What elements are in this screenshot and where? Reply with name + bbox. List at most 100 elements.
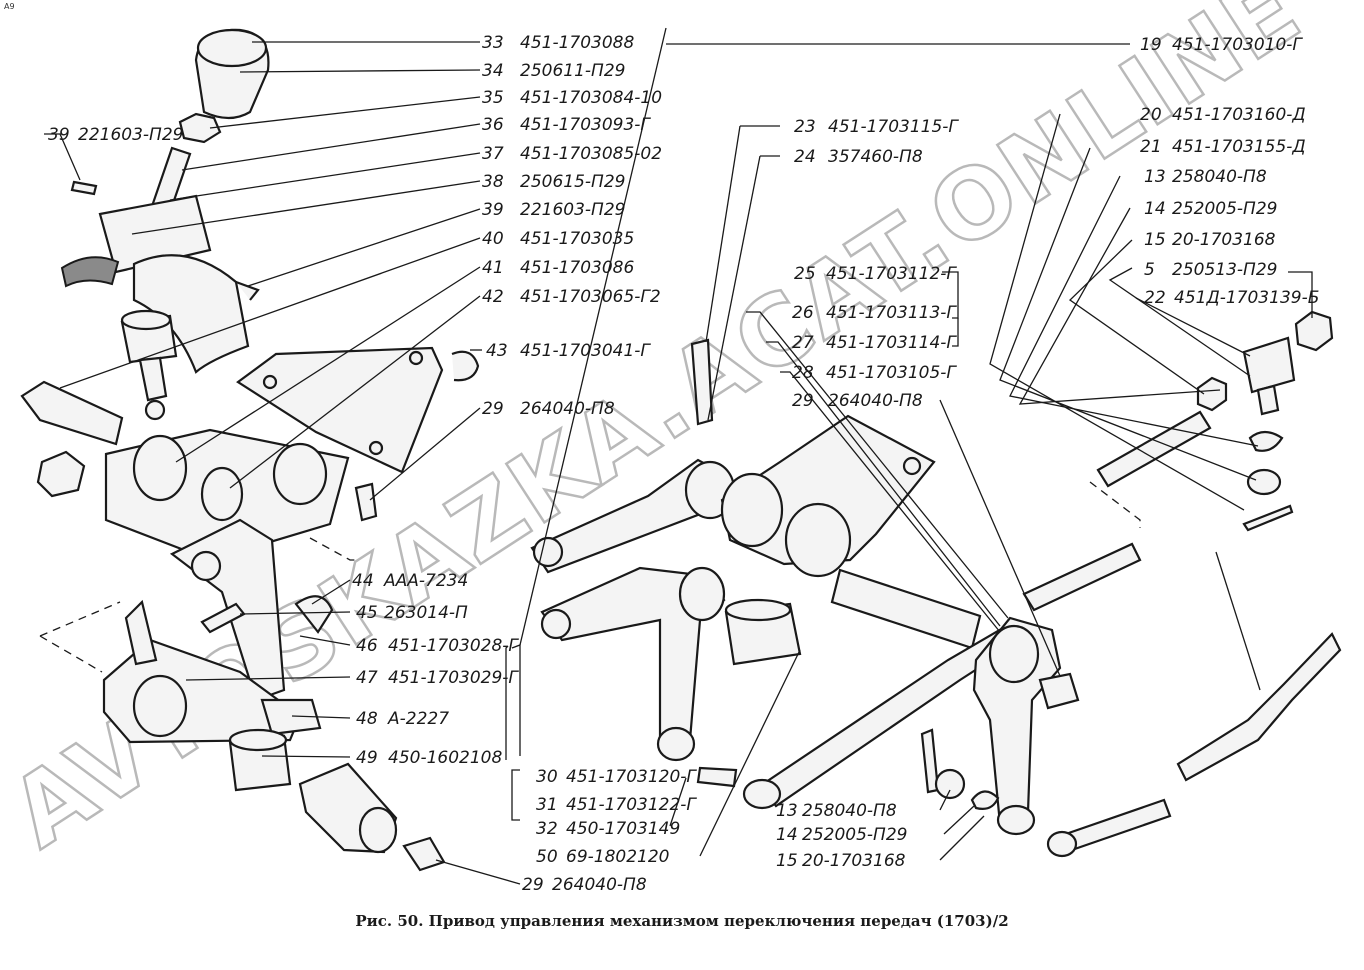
callout-part: 451-1703160-Д bbox=[1172, 105, 1306, 125]
callout-41: 41 451-1703086 bbox=[482, 258, 634, 278]
bracket-eye-1 bbox=[132, 434, 188, 502]
callout-number: 34 bbox=[482, 61, 504, 81]
crank-eye bbox=[996, 804, 1036, 836]
callout-part: 258040-П8 bbox=[1172, 167, 1267, 187]
callout-30: 30 451-1703120-Г bbox=[536, 767, 697, 787]
callout-number: 43 bbox=[486, 341, 508, 361]
callout-part: 451-1703028-Г bbox=[388, 636, 519, 656]
callout-part: 451-1703084-10 bbox=[520, 88, 662, 108]
callout-15-right: 15 20-1703168 bbox=[1144, 230, 1276, 250]
callout-37: 37 451-1703085-02 bbox=[482, 144, 662, 164]
l-lever-eye bbox=[540, 608, 572, 640]
callout-part: ААА-7234 bbox=[383, 571, 468, 591]
callout-number: 30 bbox=[536, 767, 558, 787]
callout-number: 15 bbox=[1144, 230, 1166, 250]
callout-48: 48 А-2227 bbox=[356, 709, 449, 729]
callout-25: 25 451-1703112-Г bbox=[794, 264, 957, 284]
callout-number: 32 bbox=[536, 819, 558, 839]
callout-35: 35 451-1703084-10 bbox=[482, 88, 662, 108]
callout-42: 42 451-1703065-Г2 bbox=[482, 287, 661, 307]
washer-14 bbox=[1248, 430, 1284, 452]
callout-45: 45 263014-П bbox=[356, 603, 468, 623]
callout-part: 451-1703065-Г2 bbox=[520, 287, 661, 307]
callout-5: 5 250513-П29 bbox=[1144, 260, 1277, 280]
callout-number: 13 bbox=[1144, 167, 1166, 187]
callout-26: 26 451-1703113-Г bbox=[792, 303, 957, 323]
callout-13-right: 13 258040-П8 bbox=[1144, 167, 1267, 187]
callout-number: 29 bbox=[522, 875, 544, 895]
triangular-plate bbox=[236, 346, 444, 474]
callout-number: 22 bbox=[1144, 288, 1166, 308]
splined-shaft bbox=[1022, 542, 1142, 612]
callout-part: 451-1703105-Г bbox=[826, 363, 957, 383]
callout-46: 46 451-1703028-Г bbox=[356, 636, 519, 656]
callout-40: 40 451-1703035 bbox=[482, 229, 634, 249]
callout-number: 39 bbox=[482, 200, 504, 220]
callout-number: 48 bbox=[356, 709, 378, 729]
bracket-bore-1 bbox=[720, 472, 784, 548]
callout-29-bottom: 29 264040-П8 bbox=[522, 875, 647, 895]
callout-19: 19 451-1703010-Г bbox=[1140, 35, 1303, 55]
callout-number: 24 bbox=[794, 147, 816, 167]
callout-49: 49 450-1602108 bbox=[356, 748, 502, 768]
callout-29-upper-left: 29 264040-П8 bbox=[482, 399, 615, 419]
callout-50: 50 69-1802120 bbox=[536, 847, 669, 867]
callout-number: 49 bbox=[356, 748, 378, 768]
grease-nipple bbox=[354, 482, 378, 522]
plate-hole-1 bbox=[262, 374, 278, 390]
callout-number: 19 bbox=[1140, 35, 1162, 55]
callout-number: 23 bbox=[794, 117, 816, 137]
bracket-bore-2 bbox=[784, 502, 852, 578]
callout-part: 252005-П29 bbox=[802, 825, 907, 845]
callout-part: 221603-П29 bbox=[520, 200, 625, 220]
cotter-15 bbox=[1242, 504, 1294, 532]
callout-number: 36 bbox=[482, 115, 504, 135]
callout-number: 38 bbox=[482, 172, 504, 192]
callout-part: 357460-П8 bbox=[828, 147, 923, 167]
knob-top bbox=[196, 28, 268, 68]
leader-lines bbox=[39, 27, 1313, 885]
callout-part: 451-1703041-Г bbox=[520, 341, 651, 361]
pivot-bolt bbox=[20, 380, 124, 446]
callout-44: 44 ААА-7234 bbox=[352, 571, 468, 591]
l-lever-hub bbox=[678, 566, 726, 622]
housing-ear bbox=[60, 256, 120, 288]
callout-part: 451-1703088 bbox=[520, 33, 634, 53]
callout-part: 451-1703085-02 bbox=[520, 144, 662, 164]
callout-part: 451-1703093-Г bbox=[520, 115, 651, 135]
lever-housing bbox=[98, 194, 212, 274]
callout-20: 20 451-1703160-Д bbox=[1140, 105, 1306, 125]
plate-hole-3 bbox=[368, 440, 384, 456]
cross-shaft bbox=[830, 568, 982, 650]
callout-part: 451-1703010-Г bbox=[1172, 35, 1303, 55]
callout-47: 47 451-1703029-Г bbox=[356, 668, 519, 688]
callout-part: 451-1703155-Д bbox=[1172, 137, 1306, 157]
callout-39: 39 221603-П29 bbox=[482, 200, 625, 220]
callout-part: 264040-П8 bbox=[552, 875, 647, 895]
lube-fitting bbox=[402, 836, 446, 872]
callout-36: 36 451-1703093-Г bbox=[482, 115, 651, 135]
callout-number: 47 bbox=[356, 668, 378, 688]
callout-14-bottom: 14 252005-П29 bbox=[776, 825, 907, 845]
lever-tip bbox=[260, 698, 322, 736]
threaded-stud bbox=[1096, 410, 1212, 488]
callout-22: 22 451Д-1703139-Б bbox=[1144, 288, 1319, 308]
callout-number: 40 bbox=[482, 229, 504, 249]
callout-number: 5 bbox=[1144, 260, 1155, 280]
callout-29-center: 29 264040-П8 bbox=[792, 391, 923, 411]
callout-part: 264040-П8 bbox=[828, 391, 923, 411]
callout-number: 46 bbox=[356, 636, 378, 656]
callout-39-left: 39 221603-П29 bbox=[48, 125, 183, 145]
callout-part: 20-1703168 bbox=[1172, 230, 1276, 250]
l-lever bbox=[540, 566, 726, 742]
callout-34: 34 250611-П29 bbox=[482, 61, 625, 81]
callout-part: А-2227 bbox=[387, 709, 449, 729]
crank-hub bbox=[988, 624, 1040, 684]
pivot-end bbox=[120, 309, 172, 331]
fork-eye bbox=[132, 674, 188, 738]
l-lever-foot bbox=[656, 726, 696, 762]
callout-number: 42 bbox=[482, 287, 504, 307]
callout-number: 27 bbox=[792, 333, 814, 353]
selector-eye bbox=[190, 550, 222, 582]
